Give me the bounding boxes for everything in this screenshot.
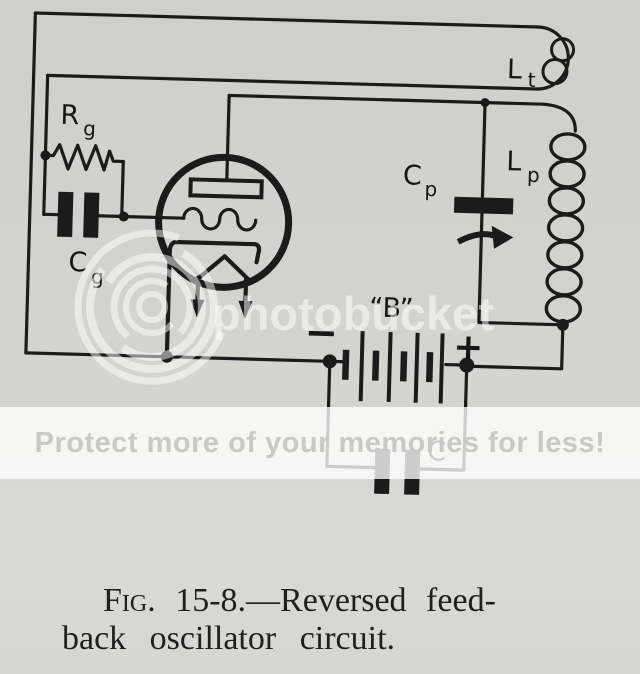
cp-top-lead	[480, 100, 487, 201]
junction-dot	[480, 98, 490, 108]
tube-plate	[188, 177, 264, 200]
cp-bottom-lead	[477, 211, 565, 327]
plate-coil-label-sub: p	[527, 163, 540, 187]
junction-dot	[322, 354, 337, 369]
junction-dot	[118, 211, 129, 222]
battery-long-plate	[413, 332, 420, 403]
battery-short-plate	[342, 349, 350, 380]
resistor-zigzag	[43, 143, 125, 172]
tube-filament	[195, 254, 252, 283]
battery-label: “B”	[369, 292, 414, 324]
down-arrow-icon	[238, 300, 253, 319]
coil-turn	[547, 186, 586, 216]
battery-long-plate	[386, 331, 393, 403]
filament-left-leg	[195, 275, 201, 304]
grid-capacitor-label-sub: g	[91, 265, 104, 289]
grid-resistor-symbol	[43, 143, 125, 172]
cg-right-plate	[83, 192, 100, 238]
component-labels: R g C g L t L p C p “B” − + C	[60, 54, 540, 467]
coil-turn	[548, 159, 586, 189]
junction-dot	[556, 318, 569, 331]
plate-coil-symbol	[541, 102, 587, 324]
coil-turn	[546, 213, 585, 243]
tickler-loop-turn	[541, 58, 569, 86]
plate-rail-wire	[227, 93, 545, 106]
promo-banner-text: Protect more of your memories for less!	[34, 426, 606, 459]
tank-return-wire	[465, 323, 565, 371]
grid-branch-left-wire	[42, 73, 50, 216]
filament-right-leg	[243, 276, 249, 306]
wires	[24, 11, 570, 472]
right-arrow-icon	[491, 225, 514, 249]
cg-left-plate	[57, 191, 74, 238]
tickler-coil-label: L	[507, 54, 523, 85]
battery-short-plate	[399, 351, 408, 382]
caption-fig-abbrev: Fig.	[103, 582, 156, 619]
tickler-return-wire	[46, 73, 539, 91]
coil-turn	[546, 240, 584, 270]
cp-adjust-arrow	[456, 231, 497, 245]
grid-capacitor-label: C	[68, 247, 88, 279]
tickler-coil-label-sub: t	[527, 68, 536, 92]
battery-long-plate	[358, 331, 365, 402]
battery-long-plate	[438, 333, 445, 404]
caption-line-2: back oscillator circuit.	[62, 620, 396, 657]
tickler-coil-symbol	[541, 37, 576, 86]
cp-plate	[453, 196, 514, 215]
down-arrow-icon	[190, 299, 205, 318]
caption-line-1-text: 15-8.—Reversed feed-	[175, 582, 496, 619]
grid-lead-wire	[95, 214, 186, 220]
junction-dot	[40, 150, 51, 161]
plate-capacitor-symbol	[453, 196, 514, 249]
battery-plus-sign: +	[453, 327, 484, 369]
plate-lead-wire	[225, 93, 231, 182]
triode-tube-symbol	[155, 153, 293, 359]
outer-left-wire	[24, 11, 37, 355]
grid-resistor-label: R	[60, 100, 80, 132]
coil-turn	[545, 267, 583, 297]
junction-dot	[160, 350, 173, 363]
plate-coil-label: L	[506, 146, 522, 177]
rg-right-drop-wire	[120, 159, 125, 219]
tube-envelope	[155, 153, 293, 291]
coil-turn	[544, 294, 583, 324]
bottom-rail-wire	[24, 351, 332, 363]
battery-short-plate	[372, 350, 380, 381]
plate-capacitor-label: C	[403, 160, 423, 192]
battery-minus-sign: −	[304, 310, 339, 357]
grid-resistor-label-sub: g	[83, 116, 96, 140]
promo-banner: Protect more of your memories for less!	[0, 407, 640, 479]
b-battery-symbol	[342, 331, 445, 404]
plate-capacitor-label-sub: p	[424, 177, 437, 201]
plate-coil-entry	[541, 102, 577, 133]
caption-line-1: Fig. 15-8.—Reversed feed-	[103, 582, 496, 620]
tube-grid-squiggle	[182, 206, 258, 232]
battery-short-plate	[425, 352, 434, 383]
junction-dot	[459, 357, 475, 373]
coil-turn	[549, 132, 587, 162]
grid-capacitor-symbol	[57, 191, 100, 238]
top-rail-wire	[33, 11, 540, 29]
